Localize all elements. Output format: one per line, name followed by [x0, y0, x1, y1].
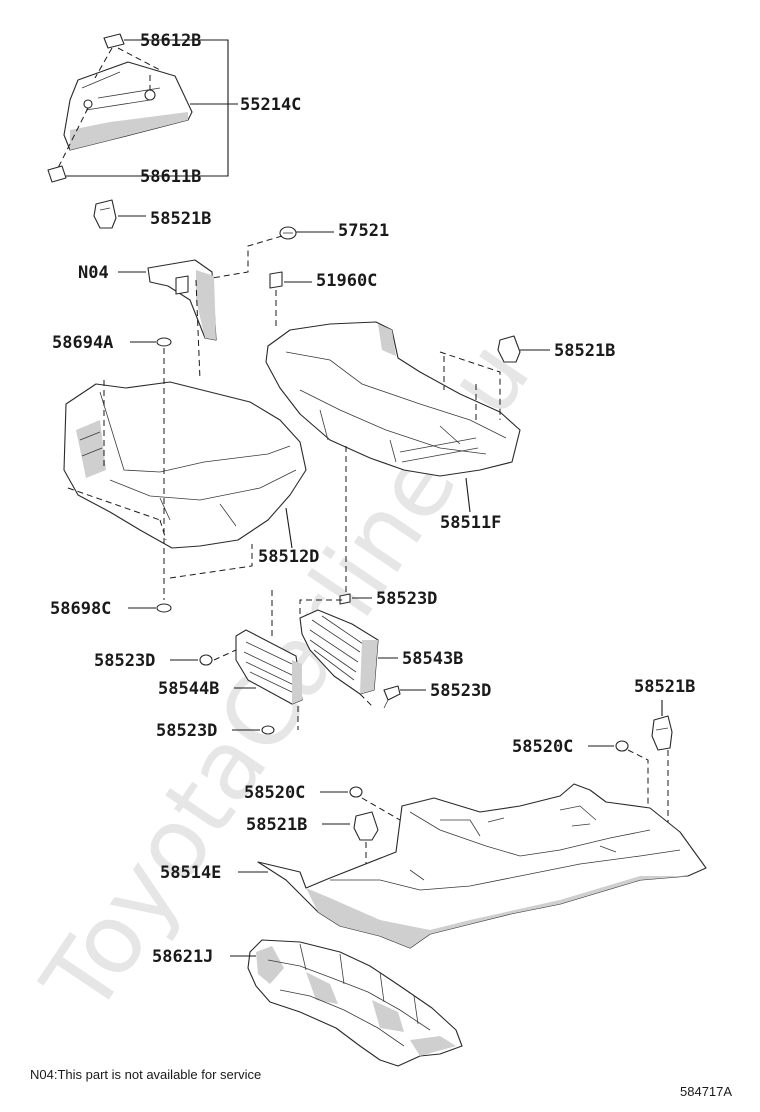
callout-58521b-c: 58521B: [634, 677, 695, 697]
callout-58521b-b: 58521B: [554, 341, 615, 361]
fastener-58523d-bottom: [261, 725, 275, 735]
callout-58523d-a: 58523D: [376, 589, 437, 609]
callout-58621j: 58621J: [152, 947, 213, 967]
clip-58520c-right: [615, 740, 629, 752]
grommet-58694a: [156, 337, 172, 347]
clip-58612b: [103, 33, 125, 49]
clip-58521b-right-upper: [497, 335, 521, 363]
part-58512d-carpet: [63, 381, 307, 549]
part-58544b-bracket: [235, 629, 303, 705]
clip-58521b-top: [93, 199, 117, 229]
callout-58512d: 58512D: [258, 547, 319, 567]
callout-58611b: 58611B: [140, 167, 201, 187]
callout-58694a: 58694A: [52, 333, 113, 353]
clip-58521b-lower-left: [353, 811, 379, 841]
callout-58544b: 58544B: [158, 679, 219, 699]
diagram-id: 584717A: [680, 1084, 732, 1099]
part-58511f-carpet: [265, 321, 521, 477]
callout-58698c: 58698C: [50, 599, 111, 619]
callout-58511f: 58511F: [440, 513, 501, 533]
callout-58514e: 58514E: [160, 863, 221, 883]
fastener-57521: [279, 226, 297, 240]
callout-58521b-a: 58521B: [150, 209, 211, 229]
pad-51960c: [269, 271, 283, 289]
callout-58543b: 58543B: [402, 649, 463, 669]
clip-58520c-left: [349, 786, 363, 798]
footnote: N04:This part is not available for servi…: [30, 1067, 261, 1082]
fastener-58523d-left: [199, 654, 213, 666]
callout-58520c-b: 58520C: [244, 783, 305, 803]
part-58514e-carpet: [257, 783, 707, 949]
callout-58523d-d: 58523D: [156, 721, 217, 741]
part-n04-panel: [147, 259, 217, 341]
grommet-58698c: [156, 603, 172, 613]
clip-58611b: [47, 165, 67, 183]
part-58621j-silencer: [247, 939, 463, 1067]
clip-58521b-lower-right: [651, 715, 673, 751]
part-58543b-bracket: [299, 609, 379, 695]
callout-n04: N04: [78, 263, 109, 283]
callout-58523d-b: 58523D: [430, 681, 491, 701]
callout-58612b: 58612B: [140, 31, 201, 51]
callout-57521: 57521: [338, 221, 389, 241]
fastener-58523d-top: [339, 593, 351, 605]
part-55214c-cover: [63, 61, 193, 151]
callout-58523d-c: 58523D: [94, 651, 155, 671]
callout-55214c: 55214C: [240, 95, 301, 115]
callout-58520c-a: 58520C: [512, 737, 573, 757]
fastener-58523d-right: [383, 685, 401, 709]
callout-58521b-d: 58521B: [246, 815, 307, 835]
callout-51960c: 51960C: [316, 271, 377, 291]
